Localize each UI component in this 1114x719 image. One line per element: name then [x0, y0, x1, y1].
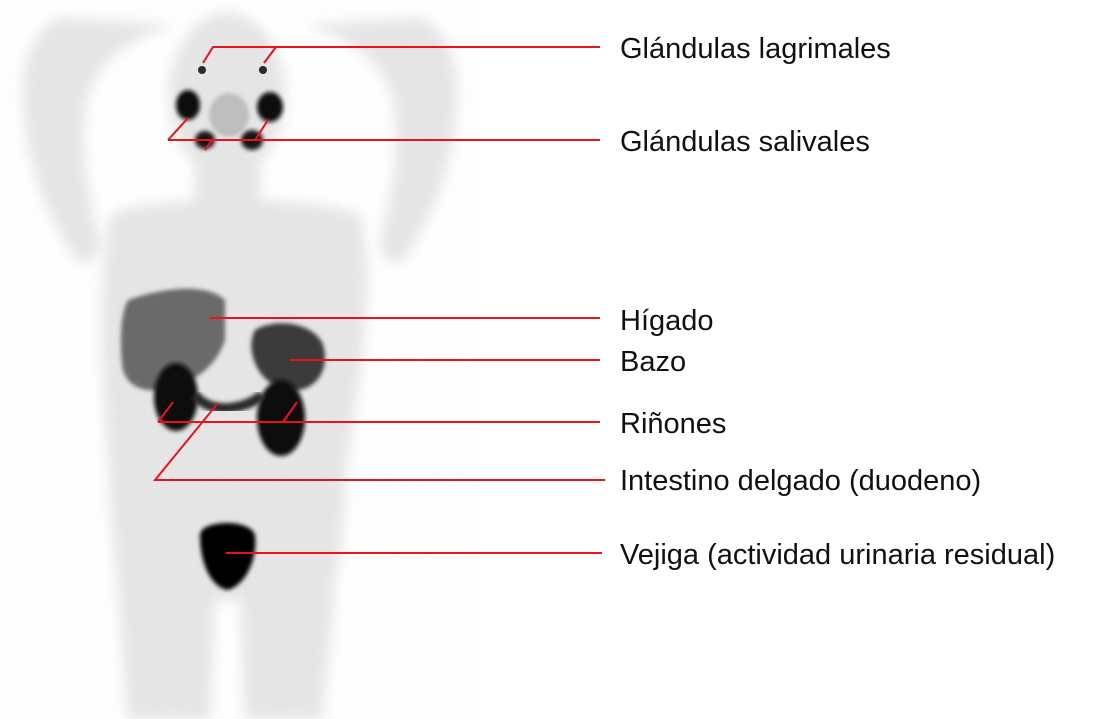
lacrimal-left-organ	[198, 66, 206, 74]
label-salivary-glands: Glándulas salivales	[620, 128, 870, 157]
label-small-intestine: Intestino delgado (duodeno)	[620, 467, 981, 496]
lacrimal-right-organ	[259, 66, 267, 74]
label-kidneys: Riñones	[620, 410, 726, 439]
salivary-right-organ	[257, 92, 283, 122]
label-spleen: Bazo	[620, 348, 686, 377]
label-liver: Hígado	[620, 307, 714, 336]
kidney-left-organ	[154, 363, 198, 431]
salivary-left-organ	[176, 90, 200, 120]
label-lacrimal-glands: Glándulas lagrimales	[620, 35, 891, 64]
label-bladder: Vejiga (actividad urinaria residual)	[620, 541, 1055, 570]
kidney-right-organ	[257, 380, 305, 456]
